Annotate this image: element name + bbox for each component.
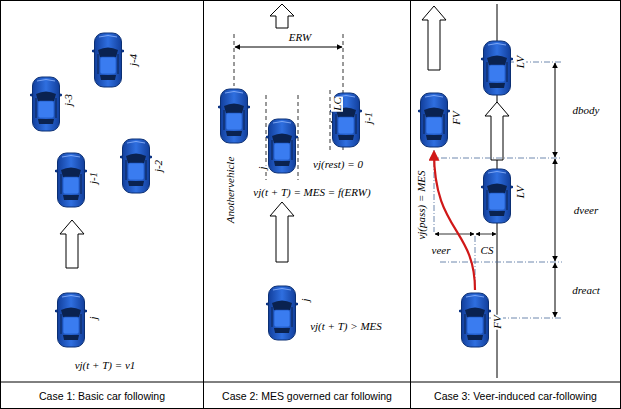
figure-label: vj(t + T) > MES bbox=[309, 320, 383, 332]
dimension-arrow bbox=[555, 63, 556, 157]
panel-caption: Case 2: MES governed car following bbox=[204, 383, 410, 408]
figure-label: dveer bbox=[573, 204, 599, 216]
figure-label: j-2 bbox=[152, 159, 164, 173]
veer-path bbox=[434, 152, 475, 290]
figure-label: dreact bbox=[571, 284, 601, 296]
car bbox=[120, 139, 153, 193]
figure-label: Anothervehicle bbox=[224, 156, 236, 225]
figure-label: vj(t + T) = v1 bbox=[74, 359, 137, 371]
figure-label: vj(rest) = 0 bbox=[312, 158, 364, 170]
car bbox=[481, 169, 514, 223]
figure-label: j-3 bbox=[62, 93, 74, 107]
direction-arrow bbox=[422, 6, 446, 70]
car bbox=[330, 93, 363, 147]
direction-arrow bbox=[270, 4, 294, 28]
figure-label: j-1 bbox=[87, 171, 99, 185]
figure-label: CS bbox=[480, 244, 495, 256]
figure-label: ERW bbox=[288, 31, 312, 43]
dimension-arrow bbox=[555, 159, 556, 261]
car bbox=[266, 286, 299, 340]
car bbox=[30, 77, 63, 131]
figure-label: LV bbox=[514, 185, 526, 199]
dimension-arrow bbox=[476, 234, 496, 235]
figure-label: FV bbox=[450, 110, 462, 125]
car bbox=[418, 93, 451, 147]
guide-lines bbox=[430, 62, 562, 318]
car bbox=[459, 293, 492, 347]
figure-label: j bbox=[299, 297, 311, 302]
figure-label: vj(t + T) = MES = f(ERW) bbox=[252, 186, 371, 198]
car bbox=[481, 41, 514, 95]
car bbox=[55, 153, 88, 207]
figure-label: j-1 bbox=[362, 111, 374, 125]
figure-label: FV bbox=[491, 314, 503, 329]
car bbox=[218, 89, 251, 143]
figure-label: veer bbox=[431, 244, 452, 256]
figure-label: LC bbox=[331, 96, 343, 111]
panel-caption: Case 1: Basic car following bbox=[1, 383, 203, 408]
car bbox=[92, 33, 125, 87]
panel-caption: Case 3: Veer-induced car-following bbox=[411, 383, 620, 408]
direction-arrow bbox=[270, 202, 294, 262]
figure-label: j bbox=[256, 165, 268, 170]
direction-arrow bbox=[60, 220, 84, 268]
figure-label: LV bbox=[514, 55, 526, 69]
figure-label: vj(pass) = MES bbox=[415, 169, 427, 240]
dimension-arrow bbox=[235, 47, 342, 48]
figure-label: j bbox=[87, 315, 99, 320]
figure-label: dbody bbox=[572, 104, 601, 116]
case-panel: Case 1: Basic car following bbox=[0, 0, 204, 409]
car bbox=[55, 293, 88, 347]
car bbox=[266, 119, 299, 173]
direction-arrow bbox=[485, 102, 509, 160]
dimension-arrow bbox=[555, 263, 556, 317]
dimension-arrow bbox=[435, 234, 474, 235]
figure-label: j-4 bbox=[127, 53, 139, 67]
caption-rule bbox=[0, 382, 621, 383]
